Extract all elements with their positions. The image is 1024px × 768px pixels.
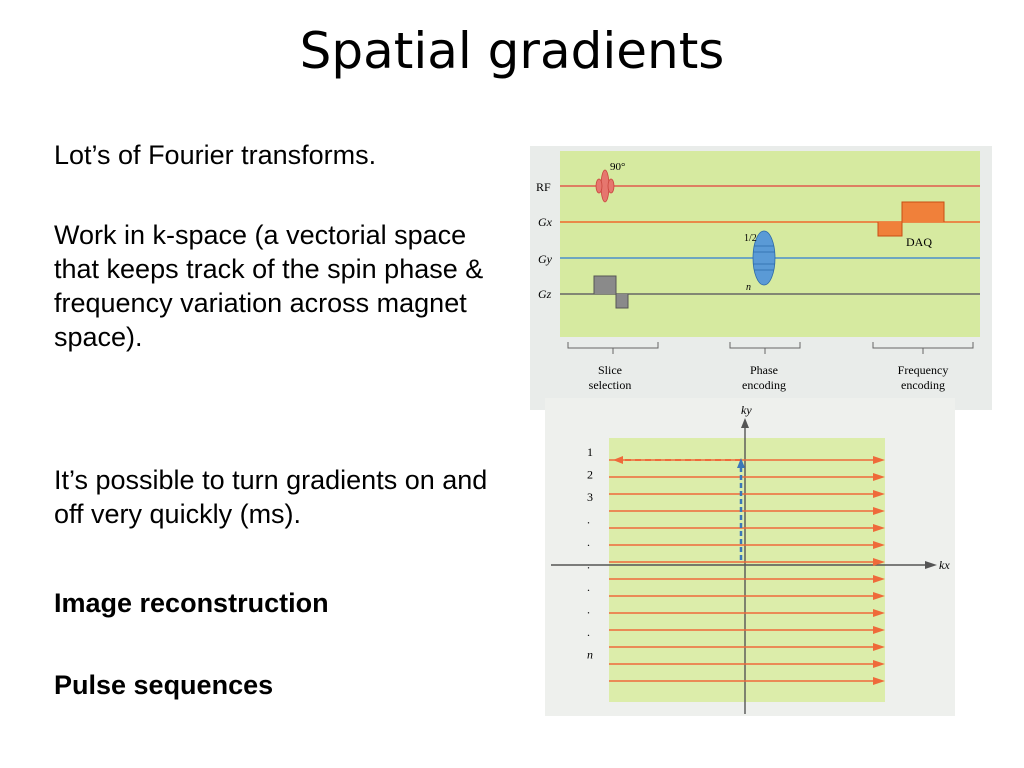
image-reconstruction-heading: Image reconstruction: [54, 588, 329, 618]
gz-slice-lobe: [593, 275, 617, 294]
kspace-readout-arrowhead: [873, 609, 885, 617]
kspace-readout-arrowhead: [873, 575, 885, 583]
slide-title: Spatial gradients: [299, 22, 725, 80]
kspace-row-label: .: [587, 580, 590, 594]
rf-angle-label: 90°: [610, 161, 625, 173]
kx-axis-arrowhead: [925, 561, 937, 569]
kspace-row-label: .: [587, 625, 590, 639]
gradients-paragraph: It’s possible to turn gradients on and o…: [54, 465, 488, 529]
kspace-diagram: ky kx 1 2 3...... n: [545, 398, 955, 716]
pulse-sequences-heading: Pulse sequences: [54, 670, 274, 700]
stage-frequency-label-line2: encoding: [901, 378, 945, 392]
kspace-return-arrowhead: [613, 456, 623, 464]
kspace-row-label: n: [587, 648, 593, 662]
kspace-paragraph: Work in k-space (a vectorial space that …: [54, 220, 484, 352]
gx-dephase-lobe: [877, 222, 903, 237]
kspace-row-label: .: [587, 603, 590, 617]
channel-label-gy: Gy: [538, 252, 553, 266]
kspace-row-label: 2: [587, 468, 593, 482]
gy-index-top: 1/2: [744, 233, 757, 244]
gz-rephase-lobe: [615, 294, 629, 309]
kspace-row-label: 1: [587, 445, 593, 459]
channel-label-gz: Gz: [538, 287, 552, 301]
ky-axis-label: ky: [741, 403, 752, 417]
stage-slice-label-line1: Slice: [598, 363, 622, 377]
kspace-row-label: .: [587, 513, 590, 527]
kspace-row-label: 3: [587, 490, 593, 504]
kspace-readout-arrowhead: [873, 507, 885, 515]
kspace-readout-arrowhead: [873, 592, 885, 600]
kspace-row-label: .: [587, 558, 590, 572]
daq-label: DAQ: [906, 235, 932, 249]
pulse-sequence-diagram: RF Gx Gy Gz 90° 1/2 n DAQ Slice selectio…: [530, 146, 992, 410]
rf-pulse: [595, 169, 615, 203]
stage-phase-label-line2: encoding: [742, 378, 786, 392]
kspace-readout-arrowhead: [873, 677, 885, 685]
kspace-row-label: .: [587, 535, 590, 549]
kspace-readout-arrowhead: [873, 626, 885, 634]
ky-axis-arrowhead: [741, 418, 749, 428]
kspace-row-labels: 1 2 3...... n: [587, 445, 593, 662]
stage-frequency-label-line1: Frequency: [898, 363, 949, 377]
kspace-phase-step-arrowhead: [737, 458, 745, 468]
kspace-readout-arrowhead: [873, 660, 885, 668]
kspace-readout-arrowhead: [873, 473, 885, 481]
intro-paragraph: Lot’s of Fourier transforms.: [54, 140, 377, 170]
gx-readout-lobe: [901, 201, 945, 222]
kspace-readout-arrowhead: [873, 524, 885, 532]
gy-phase-encoding-blob: [752, 230, 776, 286]
kspace-readout-arrowhead: [873, 643, 885, 651]
gy-index-bottom: n: [746, 282, 751, 293]
stage-slice-label-line2: selection: [589, 378, 632, 392]
kspace-readout-arrowhead: [873, 558, 885, 566]
kx-axis-label: kx: [939, 558, 950, 572]
kspace-background: [609, 438, 885, 702]
channel-label-rf: RF: [536, 180, 551, 194]
kspace-readout-arrowhead: [873, 490, 885, 498]
stage-brackets: [567, 342, 974, 354]
channel-label-gx: Gx: [538, 215, 553, 229]
kspace-readout-arrowhead: [873, 541, 885, 549]
kspace-readout-arrowhead: [873, 456, 885, 464]
stage-phase-label-line1: Phase: [750, 363, 778, 377]
